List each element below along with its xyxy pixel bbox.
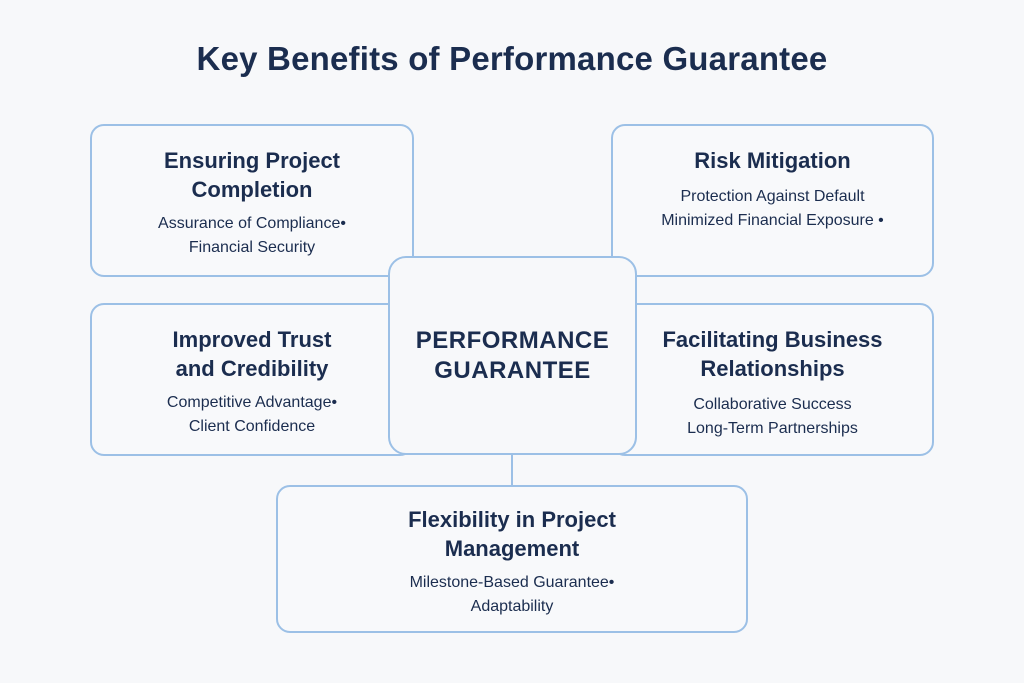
benefit-heading: Flexibility in Project Management bbox=[278, 505, 746, 563]
benefit-items: Collaborative Success Long-Term Partners… bbox=[613, 393, 932, 441]
benefit-heading-line: Relationships bbox=[700, 356, 845, 381]
benefit-heading-line: Flexibility in Project bbox=[408, 507, 616, 532]
benefit-heading-line: Risk Mitigation bbox=[694, 148, 851, 173]
central-concept-label: PERFORMANCE GUARANTEE bbox=[416, 326, 610, 386]
benefit-heading: Facilitating Business Relationships bbox=[613, 325, 932, 383]
page-title: Key Benefits of Performance Guarantee bbox=[196, 40, 828, 77]
benefit-card-risk-mitigation: Risk Mitigation Protection Against Defau… bbox=[611, 124, 934, 277]
benefit-item: Minimized Financial Exposure • bbox=[661, 212, 884, 229]
benefit-heading-line: Facilitating Business bbox=[662, 327, 883, 352]
central-concept-box: PERFORMANCE GUARANTEE bbox=[388, 256, 637, 455]
benefit-heading-line: Management bbox=[444, 536, 580, 561]
benefit-items: Protection Against Default Minimized Fin… bbox=[613, 185, 932, 233]
benefit-card-business-relationships: Facilitating Business Relationships Coll… bbox=[611, 303, 934, 456]
benefit-item: Financial Security bbox=[188, 239, 316, 256]
central-label-line: GUARANTEE bbox=[434, 356, 591, 384]
benefit-card-trust-credibility: Improved Trust and Credibility Competiti… bbox=[90, 303, 414, 456]
benefit-item: Protection Against Default bbox=[680, 188, 865, 205]
benefit-items: Competitive Advantage• Client Confidence bbox=[92, 391, 412, 439]
benefit-heading: Improved Trust and Credibility bbox=[92, 325, 412, 383]
benefit-items: Milestone-Based Guarantee• Adaptability bbox=[278, 571, 746, 619]
benefit-heading: Risk Mitigation bbox=[613, 146, 932, 175]
benefit-item: Collaborative Success bbox=[693, 396, 852, 413]
benefit-card-project-flexibility: Flexibility in Project Management Milest… bbox=[276, 485, 748, 633]
benefit-item: Competitive Advantage• bbox=[166, 394, 338, 411]
connector-center-to-flexibility bbox=[511, 455, 513, 485]
benefit-heading: Ensuring Project Completion bbox=[92, 146, 412, 204]
benefit-item: Adaptability bbox=[470, 598, 554, 615]
benefit-items: Assurance of Compliance• Financial Secur… bbox=[92, 212, 412, 260]
benefit-heading-line: and Credibility bbox=[175, 356, 329, 381]
benefit-heading-line: Improved Trust bbox=[172, 327, 332, 352]
benefit-card-project-completion: Ensuring Project Completion Assurance of… bbox=[90, 124, 414, 277]
benefit-item: Assurance of Compliance• bbox=[158, 215, 346, 232]
central-label-line: PERFORMANCE bbox=[415, 326, 610, 354]
benefit-heading-line: Completion bbox=[191, 177, 313, 202]
benefit-heading-line: Ensuring Project bbox=[163, 148, 341, 173]
benefit-item: Milestone-Based Guarantee• bbox=[409, 574, 615, 591]
benefit-item: Client Confidence bbox=[188, 418, 316, 435]
benefit-item: Long-Term Partnerships bbox=[687, 420, 858, 437]
